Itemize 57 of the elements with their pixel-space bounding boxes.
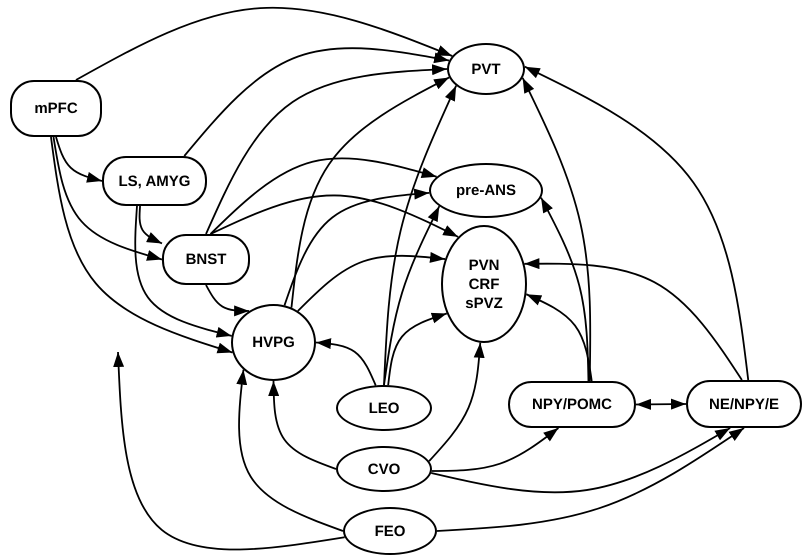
- region-ellipse: [336, 446, 432, 492]
- node-label: HVPG: [252, 333, 295, 352]
- region-box: [162, 234, 250, 285]
- arrow: [436, 427, 744, 532]
- arrow: [210, 194, 459, 238]
- arrow: [76, 6, 453, 81]
- node-label: BNST: [186, 250, 226, 269]
- arrow: [636, 398, 686, 410]
- arrow: [205, 284, 250, 316]
- arrow: [290, 76, 450, 308]
- region-ellipse: [231, 304, 316, 381]
- node-label: mPFC: [34, 99, 78, 118]
- arrow: [387, 312, 448, 386]
- node-label: sPVZ: [465, 294, 503, 312]
- arrow: [55, 136, 102, 183]
- arrow: [138, 206, 162, 244]
- region-box: [10, 80, 102, 137]
- arrow: [428, 342, 485, 462]
- node-label: PVT: [471, 60, 501, 78]
- arrow: [113, 352, 345, 550]
- arrow: [50, 136, 233, 354]
- region-box: [102, 156, 207, 206]
- region-ellipse: [447, 43, 525, 95]
- arrow: [52, 136, 162, 261]
- arrow: [236, 370, 344, 532]
- arrow: [524, 66, 750, 380]
- region-box: [508, 381, 636, 428]
- node-label: LEO: [368, 398, 400, 418]
- arrow: [526, 293, 593, 382]
- arrow: [297, 252, 446, 312]
- arrow: [268, 381, 336, 470]
- region-ellipse: [429, 163, 543, 218]
- node-label: FEO: [374, 522, 406, 540]
- arrow: [205, 64, 448, 234]
- arrow: [524, 258, 743, 380]
- arrow: [316, 338, 376, 386]
- node-label: NPY/POMC: [532, 395, 612, 414]
- region-ellipse: [336, 385, 432, 431]
- arrow: [522, 78, 592, 382]
- node-label: NE/NPY/E: [708, 394, 780, 414]
- node-label: PVN: [468, 256, 500, 274]
- arrow: [134, 206, 232, 338]
- region-ellipse: [343, 507, 437, 555]
- arrow: [383, 206, 440, 386]
- node-label: LS, AMYG: [118, 172, 190, 190]
- region-ellipse: [441, 225, 527, 343]
- arrow: [284, 188, 430, 306]
- arrow: [184, 47, 450, 157]
- arrow: [431, 427, 731, 494]
- node-label: CRF: [468, 274, 500, 294]
- node-label: CVO: [368, 460, 400, 478]
- region-box: [686, 380, 802, 428]
- node-label: pre-ANS: [456, 181, 516, 200]
- arrow: [383, 85, 457, 386]
- arrow: [540, 197, 590, 382]
- arrow: [210, 157, 437, 235]
- arrow: [432, 427, 559, 472]
